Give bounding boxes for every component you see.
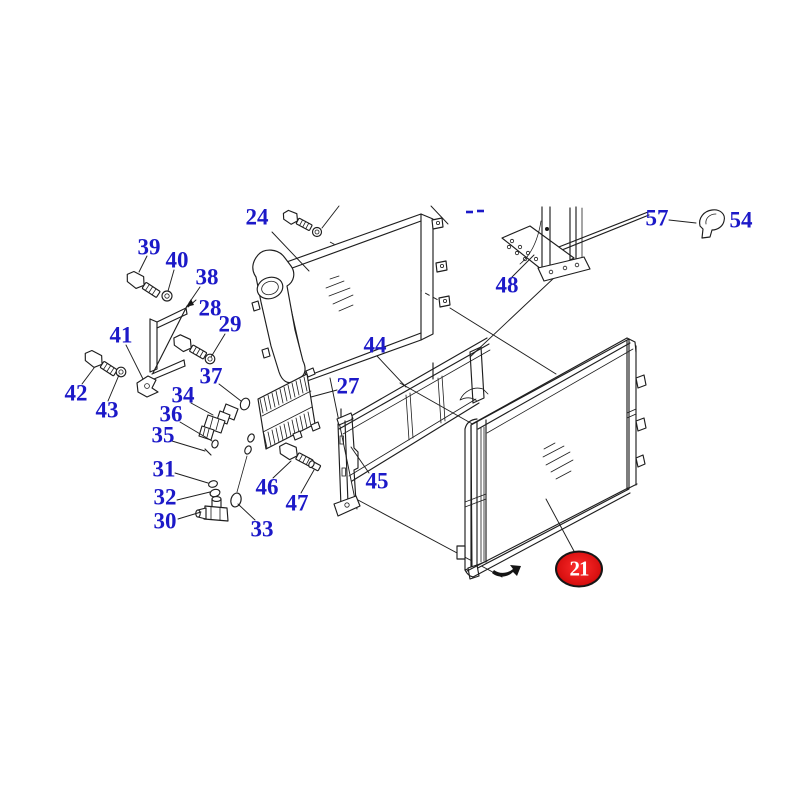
- highlight-badge: 21: [555, 550, 603, 588]
- bracket-48-art: [501, 206, 650, 282]
- frame-member-45-art: [333, 412, 361, 517]
- sensor-34-art: [198, 397, 251, 456]
- washer-43-art: [115, 366, 127, 378]
- washer-40-art: [161, 290, 173, 302]
- plug-33-art: [230, 492, 242, 508]
- clamp-54-art: [699, 209, 725, 239]
- clipped-label-remnant: [466, 209, 484, 214]
- bolt-46-art: [279, 442, 314, 467]
- radiator-21-art: [456, 337, 647, 580]
- frame-44-art: [338, 337, 491, 482]
- washer-29-art: [204, 353, 216, 365]
- clip-41-art: [136, 375, 159, 398]
- mount-bolt-art: [282, 209, 323, 238]
- bolt-near-29-art: [173, 334, 208, 360]
- radiator-24-art: [251, 213, 451, 384]
- bracket-28-art: [149, 299, 194, 380]
- bolt-42-art: [84, 349, 118, 377]
- plug-47-art: [308, 460, 322, 472]
- leader-lines: [81, 219, 697, 554]
- cooler-core-27-art: [244, 367, 321, 455]
- elbow-30-art: [195, 496, 229, 522]
- bolt-39-art: [126, 270, 161, 298]
- oring-31-art: [208, 480, 218, 488]
- highlight-badge-number: 21: [569, 556, 590, 581]
